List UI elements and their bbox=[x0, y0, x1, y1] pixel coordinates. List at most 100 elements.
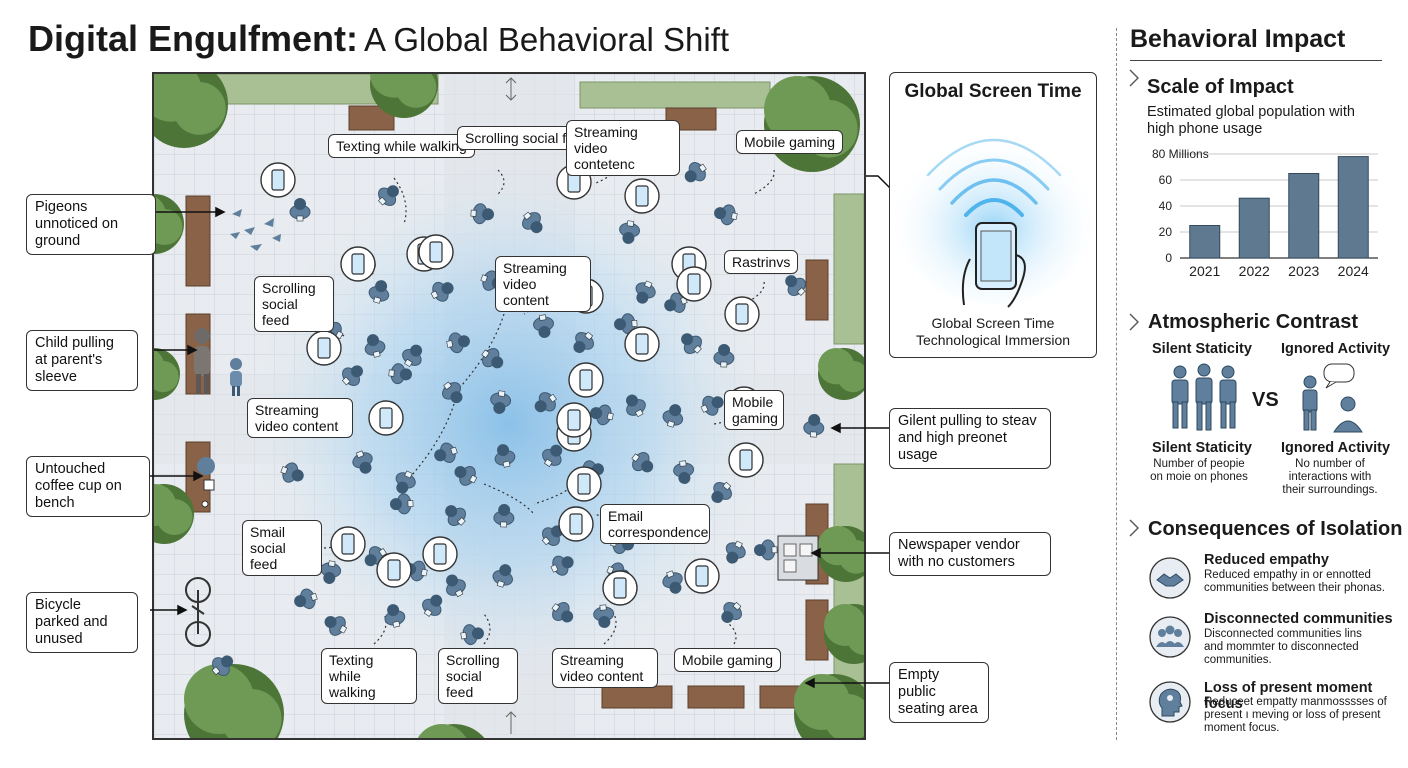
consequence-desc-line: communities between their phonas. bbox=[1204, 582, 1385, 594]
screen-time-caption-1: Global Screen Time bbox=[931, 315, 1055, 331]
handshake-icon bbox=[1149, 557, 1191, 599]
ignored-activity-icon bbox=[1302, 363, 1363, 433]
plaza-label-streaming-4: Streaming video content bbox=[552, 648, 658, 688]
newspaper-stand bbox=[777, 535, 819, 581]
plaza-illustration: Texting while walking Scrolling social f… bbox=[152, 72, 866, 740]
pedestrian bbox=[550, 555, 574, 576]
pedestrian bbox=[754, 539, 778, 561]
callout-pigeons: Pigeons unnoticed on ground bbox=[26, 194, 156, 255]
pedestrian bbox=[490, 390, 512, 414]
phone-bubble bbox=[368, 400, 404, 436]
pedestrian bbox=[446, 332, 470, 354]
chart-y-tick: 0 bbox=[1165, 251, 1172, 265]
pedestrian bbox=[684, 162, 707, 183]
bench-bottom-2 bbox=[687, 685, 745, 709]
tree bbox=[818, 526, 864, 582]
plaza-label-scrolling-2: Scrolling social feed bbox=[254, 276, 334, 332]
phone-bubble bbox=[624, 326, 660, 362]
pedestrian bbox=[320, 560, 342, 584]
contrast-left-title-2: Silent Staticity bbox=[1152, 440, 1252, 456]
chart-x-tick: 2024 bbox=[1338, 263, 1369, 279]
consequence-desc-line: Reduceet empatty manmosssses of bbox=[1204, 696, 1387, 708]
parked-bicycle bbox=[185, 577, 211, 647]
consequence-desc-line: and mommter to disconnected bbox=[1204, 641, 1359, 653]
right-panel-divider bbox=[1116, 28, 1117, 740]
tree bbox=[154, 484, 194, 544]
pedestrian bbox=[551, 602, 574, 623]
dotted-connector bbox=[743, 281, 765, 305]
callout-gilent: Gilent pulling to steav and high preonet… bbox=[889, 408, 1051, 469]
walkway-arrow-bottom bbox=[505, 711, 517, 734]
plaza-label-gaming-1: Mobile gaming bbox=[736, 130, 844, 154]
consequence-desc: Disconnected communities lins and mommte… bbox=[1204, 628, 1362, 667]
tree bbox=[794, 674, 864, 738]
dotted-connector bbox=[483, 613, 491, 645]
pedestrian bbox=[711, 481, 732, 504]
pedestrian bbox=[434, 442, 458, 464]
contrast-left-desc-1: Number of peopie bbox=[1153, 458, 1245, 470]
pedestrian bbox=[662, 570, 683, 594]
heading-rule bbox=[1130, 60, 1382, 61]
phone-bubble bbox=[624, 178, 660, 214]
pedestrian bbox=[341, 365, 363, 386]
phone-bubble bbox=[676, 266, 712, 302]
chart-x-tick: 2022 bbox=[1239, 263, 1270, 279]
pedestrian bbox=[721, 601, 742, 623]
phone-bubble bbox=[728, 442, 764, 478]
pedestrian bbox=[364, 334, 386, 358]
plaza-label-email: Email correspondence bbox=[600, 504, 710, 544]
plaza-label-scrolling-3: Scrolling social feed bbox=[438, 648, 518, 704]
pigeon bbox=[244, 227, 255, 235]
contrast-illustration bbox=[1171, 363, 1363, 433]
plaza-label-smail: Smail social feed bbox=[242, 520, 322, 576]
contrast-left-desc: Number of peopie on moie on phones bbox=[1140, 458, 1258, 484]
pedestrian bbox=[681, 333, 702, 354]
callout-seating: Empty public seating area bbox=[889, 662, 989, 723]
pedestrian bbox=[211, 655, 234, 676]
dotted-connector bbox=[483, 483, 535, 515]
tree bbox=[184, 664, 284, 738]
pedestrian bbox=[378, 185, 399, 206]
callout-bicycle: Bicycle parked and unused bbox=[26, 592, 138, 653]
phone-bubble bbox=[330, 526, 366, 562]
contrast-left-desc-2: on moie on phones bbox=[1150, 471, 1248, 483]
pedestrian bbox=[593, 604, 615, 628]
pedestrian bbox=[626, 394, 646, 418]
phone-signal-illustration bbox=[894, 133, 1094, 308]
screen-time-title: Global Screen Time bbox=[904, 81, 1082, 102]
consequence-title: Disconnected communities bbox=[1204, 611, 1393, 627]
consequence-desc-line: present ı meving or loss of present bbox=[1204, 709, 1381, 721]
contrast-right-desc: No number of interactions with their sur… bbox=[1268, 458, 1392, 497]
chart-x-tick: 2021 bbox=[1189, 263, 1220, 279]
pedestrian bbox=[280, 462, 304, 483]
pedestrian bbox=[713, 344, 735, 368]
pedestrian bbox=[614, 313, 638, 335]
plaza-label-streaming-2: Streaming video content bbox=[495, 256, 591, 312]
phone-bubble bbox=[724, 296, 760, 332]
phone-bubble bbox=[684, 558, 720, 594]
chart-bar-2021 bbox=[1189, 225, 1221, 259]
contrast-right-title: Ignored Activity bbox=[1281, 341, 1391, 357]
chart-bar-2023 bbox=[1288, 173, 1320, 259]
pedestrian bbox=[700, 395, 724, 416]
tree bbox=[154, 348, 180, 400]
consequence-desc: Reduceet empatty manmosssses of present … bbox=[1204, 696, 1387, 735]
pedestrian bbox=[590, 404, 614, 426]
plaza-label-gaming-3: Mobile gaming bbox=[674, 648, 782, 672]
consequence-desc-line: communities. bbox=[1204, 654, 1272, 666]
pedestrian bbox=[522, 211, 543, 234]
callout-child: Child pulling at parent's sleeve bbox=[26, 330, 138, 391]
scale-heading: Scale of Impact bbox=[1147, 76, 1294, 98]
phone-bubble bbox=[602, 570, 638, 606]
callout-coffee: Untouched coffee cup on bench bbox=[26, 456, 150, 517]
phone-bubble bbox=[558, 506, 594, 542]
pedestrian bbox=[635, 280, 656, 304]
dotted-connector bbox=[533, 483, 575, 505]
pigeon bbox=[264, 218, 274, 227]
pedestrian bbox=[395, 470, 416, 494]
silent-people-icon bbox=[1171, 363, 1237, 431]
pedestrian bbox=[573, 331, 594, 354]
pedestrian bbox=[430, 281, 454, 302]
tree bbox=[154, 74, 228, 148]
